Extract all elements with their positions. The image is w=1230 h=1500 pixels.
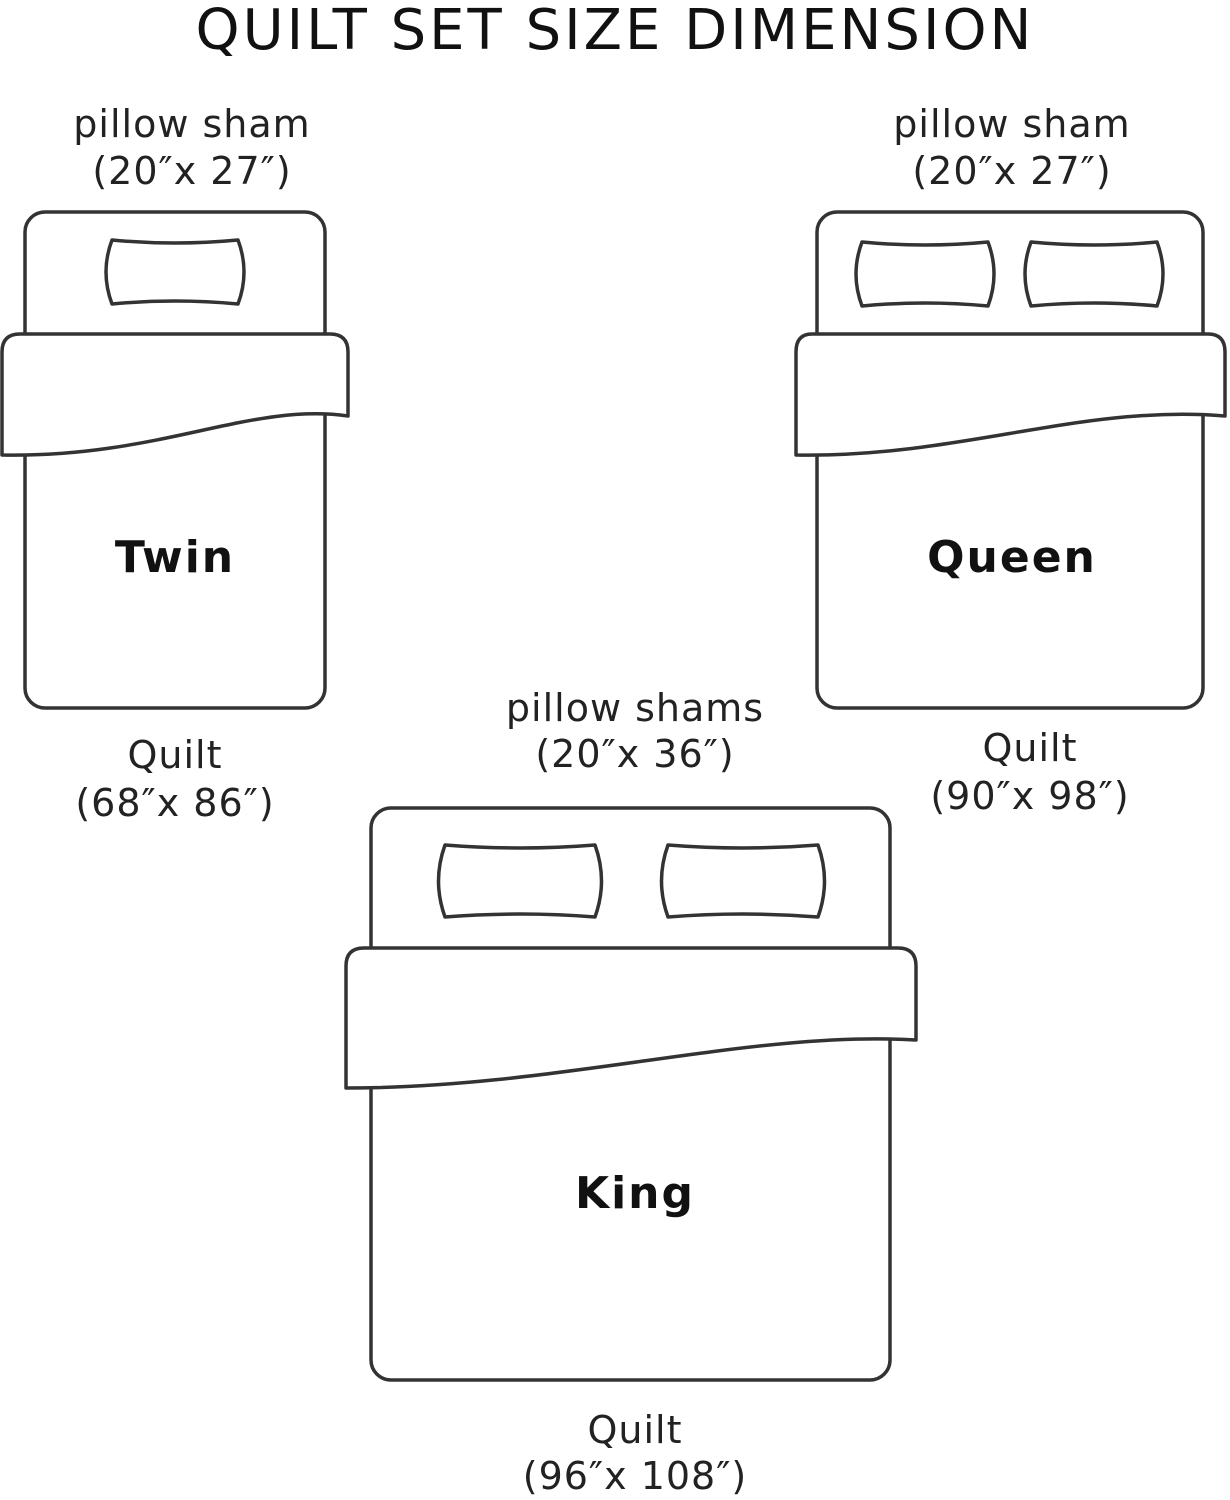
queen-pillow-right — [1023, 240, 1165, 308]
king-sham-size: (20″x 36″) — [535, 732, 735, 776]
king-pillow-right — [659, 843, 827, 919]
twin-bed — [0, 210, 350, 710]
king-sham-label: pillow shams — [505, 686, 765, 730]
king-bed — [344, 806, 918, 1382]
queen-sham-size: (20″x 27″) — [912, 149, 1112, 193]
king-pillow-left — [436, 843, 604, 919]
diagram-title: QUILT SET SIZE DIMENSION — [195, 0, 1035, 63]
queen-quilt-label: Quilt — [982, 726, 1078, 770]
queen-bed — [794, 210, 1227, 710]
queen-pillow-left — [854, 240, 996, 308]
twin-quilt-label: Quilt — [127, 733, 223, 777]
twin-bed-name: Twin — [114, 532, 236, 583]
queen-quilt-size: (90″x 98″) — [930, 774, 1130, 818]
queen-quilt-fold — [794, 332, 1227, 457]
twin-sham-size: (20″x 27″) — [92, 149, 292, 193]
twin-quilt-size: (68″x 86″) — [75, 781, 275, 825]
twin-sham-label: pillow sham — [73, 102, 311, 146]
king-bed-name: King — [575, 1168, 695, 1219]
twin-quilt-fold — [0, 332, 350, 457]
twin-pillow — [104, 238, 246, 306]
king-quilt-label: Quilt — [587, 1408, 683, 1452]
queen-sham-label: pillow sham — [893, 102, 1131, 146]
queen-bed-name: Queen — [927, 532, 1097, 583]
king-quilt-size: (96″x 108″) — [522, 1454, 748, 1498]
king-quilt-fold — [344, 946, 918, 1090]
